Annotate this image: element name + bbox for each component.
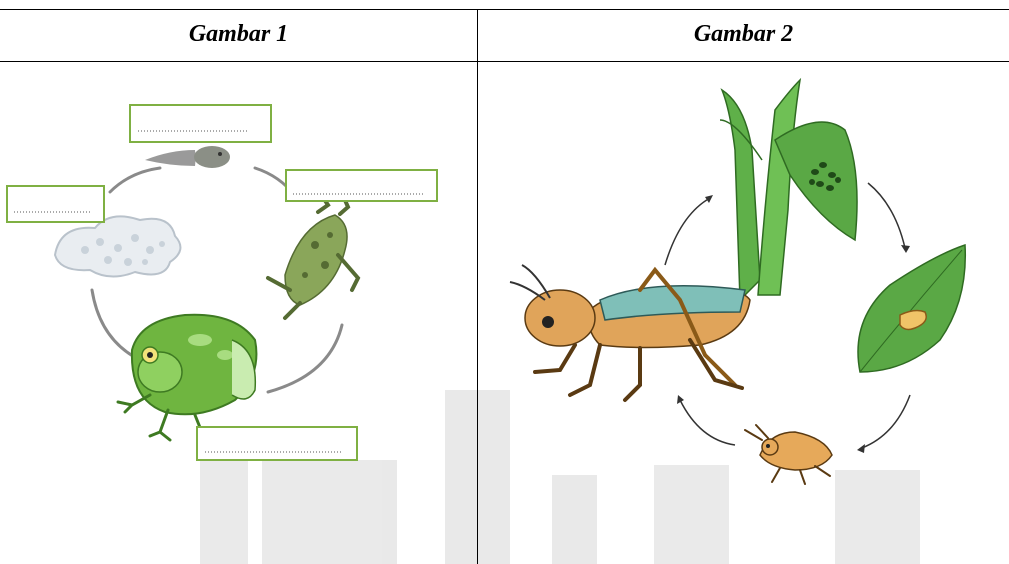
nymph-icon [745, 425, 832, 484]
frog-life-cycle-illustration [0, 62, 477, 564]
header-gambar-2: Gambar 2 [478, 10, 1009, 58]
answer-box-tadpole[interactable] [130, 105, 271, 142]
adult-frog-icon [118, 315, 256, 445]
answer-box-adult-frog[interactable] [197, 427, 357, 460]
answer-box-froglet[interactable] [286, 170, 437, 201]
tadpole-icon [145, 146, 230, 168]
header-gambar-1: Gambar 1 [0, 10, 477, 58]
larva-in-leaf-icon [858, 245, 965, 372]
froglet-icon [268, 196, 358, 318]
grasshopper-life-cycle-illustration [478, 62, 1009, 564]
adult-grasshopper-icon [510, 265, 750, 400]
frog-eggs-icon [55, 216, 180, 276]
answer-box-eggs[interactable] [7, 186, 104, 222]
eggs-on-plant-icon [720, 80, 857, 300]
